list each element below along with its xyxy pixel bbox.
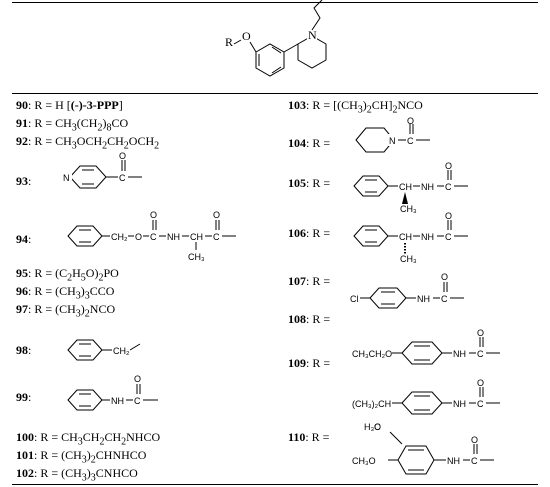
structure-104: N C O <box>355 116 430 153</box>
compound-105: 105: R = <box>288 176 331 190</box>
parent-structure-diagram: R O N <box>225 0 327 77</box>
compound-91: 91: R = CH3(CH2)8CO <box>16 116 129 134</box>
compound-93: 93: <box>16 174 32 188</box>
svg-text:O: O <box>150 210 157 220</box>
bond <box>233 39 242 45</box>
svg-text:CH: CH <box>399 182 412 192</box>
svg-text:C: C <box>150 232 157 242</box>
structure-107: Cl NH C O <box>350 272 464 309</box>
structure-99: NH C O <box>67 374 158 411</box>
svg-text:N: N <box>389 136 396 146</box>
svg-text:CH: CH <box>190 232 203 242</box>
benzene-ring <box>255 43 285 77</box>
bottom-rule <box>12 484 538 485</box>
propyl-chain <box>311 0 323 31</box>
svg-text:O: O <box>441 272 448 282</box>
structure-98: CH₂ <box>67 339 141 361</box>
svg-text:NH: NH <box>453 349 466 359</box>
svg-text:O: O <box>374 422 381 432</box>
compound-107: 107: R = <box>288 274 331 288</box>
svg-text:C: C <box>477 349 484 359</box>
svg-text:C: C <box>119 173 126 183</box>
bond <box>249 41 257 53</box>
svg-text:NH: NH <box>167 232 180 242</box>
svg-text:CH₃: CH₃ <box>400 254 417 264</box>
svg-text:NH: NH <box>421 182 434 192</box>
svg-text:C: C <box>445 182 452 192</box>
svg-text:H₃C: H₃C <box>364 422 381 432</box>
header-rule <box>12 93 538 94</box>
svg-text:NH: NH <box>453 399 466 409</box>
structure-110: O H₃C CH₃O NH C O <box>352 422 494 475</box>
compound-99: 99: <box>16 390 32 404</box>
svg-text:NH: NH <box>111 396 124 406</box>
atom-r: R <box>225 35 233 49</box>
svg-text:NH: NH <box>421 232 434 242</box>
structure-94: CH₂ O C O NH CH CH₃ C O <box>67 210 236 262</box>
structure-93: N C O <box>62 151 142 189</box>
svg-text:O: O <box>134 374 141 384</box>
svg-text:Cl: Cl <box>350 294 359 304</box>
svg-text:C: C <box>407 136 414 146</box>
structure-106: CH CH₃ NH C O <box>353 211 468 264</box>
svg-text:NH: NH <box>447 456 460 466</box>
svg-text:(CH₃)₂CH: (CH₃)₂CH <box>352 399 391 409</box>
svg-text:C: C <box>445 232 452 242</box>
atom-o: O <box>242 29 251 43</box>
svg-text:C: C <box>134 396 141 406</box>
compound-109: 109: R = <box>288 356 331 370</box>
svg-text:O: O <box>119 151 126 161</box>
svg-text:O: O <box>471 435 478 445</box>
svg-text:O: O <box>445 161 452 171</box>
svg-text:C: C <box>213 232 220 242</box>
compound-94: 94: <box>16 232 32 246</box>
compound-103: 103: R = [(CH3)2CH]2NCO <box>288 98 423 116</box>
svg-text:NH: NH <box>417 294 430 304</box>
svg-text:CH: CH <box>399 232 412 242</box>
structure-108: (CH₃)₂CH NH C O <box>352 378 500 415</box>
structure-109: CH₃CH₂O NH C O <box>352 328 500 365</box>
atom-n: N <box>308 28 317 42</box>
svg-text:CH₂: CH₂ <box>111 232 128 242</box>
compound-108: 108: R = <box>288 312 331 326</box>
compound-96: 96: R = (CH3)3CCO <box>16 284 115 302</box>
compound-110: 110: R = <box>288 430 330 444</box>
svg-text:O: O <box>407 116 414 126</box>
compound-92: 92: R = CH3OCH2CH2OCH2 <box>16 134 160 152</box>
top-rule <box>12 2 538 3</box>
structure-105: CH CH₃ NH C O <box>353 161 468 214</box>
compound-90: 90: R = H [(-)-3-PPP] <box>16 98 123 112</box>
svg-text:O: O <box>445 211 452 221</box>
svg-text:CH₃: CH₃ <box>400 204 417 214</box>
svg-text:CH₂: CH₂ <box>113 346 130 356</box>
compound-106: 106: R = <box>288 226 331 240</box>
svg-text:O: O <box>477 378 484 388</box>
compound-100: 100: R = CH3CH2CH2NHCO <box>16 430 161 448</box>
svg-text:O: O <box>135 232 142 242</box>
svg-text:C: C <box>441 294 448 304</box>
svg-text:O: O <box>213 210 220 220</box>
compound-101: 101: R = (CH3)2CHNHCO <box>16 448 147 466</box>
compound-95: 95: R = (C2H5O)2PO <box>16 266 119 284</box>
compound-98: 98: <box>16 343 32 357</box>
svg-text:C: C <box>471 456 478 466</box>
compound-97: 97: R = (CH3)2NCO <box>16 302 116 320</box>
svg-text:C: C <box>477 399 484 409</box>
bond <box>283 43 299 53</box>
svg-text:CH₃: CH₃ <box>188 252 205 262</box>
compound-104: 104: R = <box>288 136 331 150</box>
svg-text:CH₃CH₂O: CH₃CH₂O <box>352 349 392 359</box>
svg-text:CH₃O: CH₃O <box>352 456 376 466</box>
compound-102: 102: R = (CH3)3CNHCO <box>16 466 138 484</box>
svg-text:O: O <box>477 328 484 338</box>
svg-text:N: N <box>63 173 70 183</box>
